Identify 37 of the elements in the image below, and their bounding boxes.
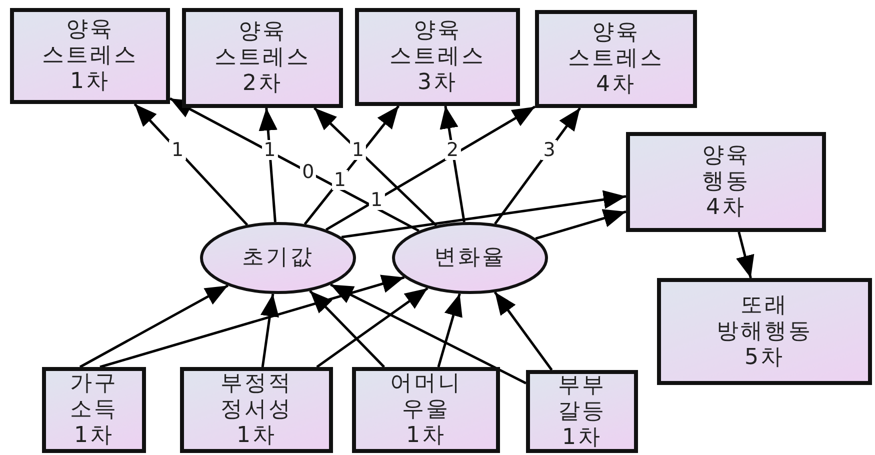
variable-box: 양육 스트레스 3차 xyxy=(355,8,520,106)
arrow xyxy=(494,107,582,225)
variable-box: 양육 행동 4차 xyxy=(626,132,826,232)
arrow xyxy=(260,294,280,368)
edge-label: 2 xyxy=(444,140,461,160)
arrow xyxy=(100,274,405,368)
arrow xyxy=(169,97,420,232)
edge-label: 1 xyxy=(332,170,348,190)
arrow xyxy=(309,290,386,368)
arrow xyxy=(325,106,536,231)
latent-variable-ellipse: 변화율 xyxy=(392,222,548,294)
arrow xyxy=(736,232,754,278)
arrow xyxy=(314,107,438,226)
variable-box: 양육 스트레스 1차 xyxy=(10,8,170,104)
arrow xyxy=(437,293,462,368)
arrow xyxy=(304,105,400,225)
edge-label: 1 xyxy=(350,140,366,160)
edge-label: 1 xyxy=(262,140,278,160)
edge-label: 1 xyxy=(169,140,186,160)
variable-box: 부부 갈등 1차 xyxy=(526,370,638,453)
variable-box: 부정적 정서성 1차 xyxy=(180,367,333,453)
variable-box: 또래 방해행동 5차 xyxy=(657,278,872,385)
arrow xyxy=(79,284,228,368)
arrow xyxy=(316,287,428,368)
variable-box: 가구 소득 1차 xyxy=(42,367,146,453)
arrow xyxy=(341,190,626,238)
edge-label: 3 xyxy=(541,140,558,160)
arrow xyxy=(494,291,553,371)
arrow xyxy=(535,209,626,240)
arrow xyxy=(330,283,527,384)
arrow xyxy=(134,103,248,226)
arrow xyxy=(440,106,466,222)
edge-label: 1 xyxy=(368,190,385,210)
variable-box: 양육 스트레스 4차 xyxy=(535,10,697,108)
variable-box: 어머니 우울 1차 xyxy=(352,367,500,453)
variable-box: 양육 스트레스 2차 xyxy=(182,8,343,108)
latent-variable-ellipse: 초기값 xyxy=(200,222,356,294)
